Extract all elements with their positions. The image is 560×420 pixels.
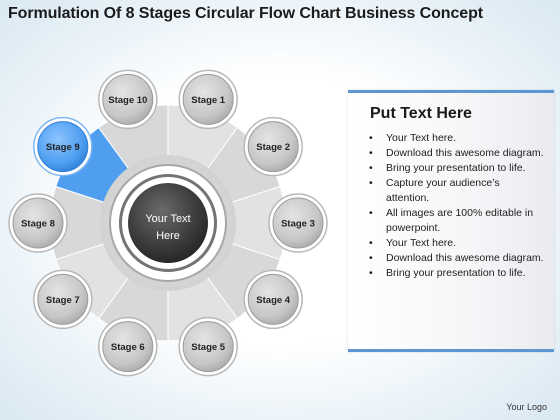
stage-node-stage-4: Stage 4 — [243, 269, 303, 330]
bullet-item: Bring your presentation to life. — [364, 161, 544, 176]
stage-node-disc — [12, 197, 64, 249]
stage-node-stage-5: Stage 5 — [178, 316, 238, 377]
stage-label: Stage 5 — [191, 342, 226, 353]
stage-node-disc — [272, 197, 324, 249]
stage-label: Stage 1 — [191, 95, 226, 106]
stage-node-stage-2: Stage 2 — [243, 116, 303, 177]
stage-label: Stage 10 — [108, 95, 147, 106]
center-label-line1: Your Text — [145, 213, 190, 225]
stage-node-stage-6: Stage 6 — [98, 316, 158, 377]
stage-node-stage-7: Stage 7 — [33, 269, 93, 330]
bullet-list: Your Text here. Download this awesome di… — [364, 131, 544, 281]
stage-label: Stage 4 — [256, 295, 291, 306]
stage-label: Stage 8 — [21, 219, 55, 230]
stage-label: Stage 3 — [281, 219, 315, 230]
stage-node-disc — [37, 273, 89, 325]
stage-node-stage-10: Stage 10 — [98, 69, 158, 130]
stage-label: Stage 6 — [111, 342, 145, 353]
bullet-item: Bring your presentation to life. — [364, 266, 544, 281]
card-heading: Put Text Here — [370, 105, 472, 122]
stage-node-disc — [247, 121, 299, 173]
stage-node-stage-8: Stage 8 — [8, 193, 68, 253]
bullet-item: Capture your audience’s attention. — [364, 176, 544, 206]
stage-node-disc — [37, 121, 89, 173]
stage-label: Stage 7 — [46, 295, 80, 306]
bullet-item: Your Text here. — [364, 131, 544, 146]
stage-node-disc — [247, 273, 299, 325]
stage-nodes: Stage 1 Stage 2 Stage 3 Stage 4 Stage 5 Stage… — [8, 69, 328, 377]
stage-node-disc — [102, 73, 154, 125]
stage-node-disc — [182, 321, 234, 373]
bullet-item: Your Text here. — [364, 236, 544, 251]
stage-node-stage-9: Stage 9 — [33, 116, 93, 177]
page-title: Formulation Of 8 Stages Circular Flow Ch… — [8, 5, 483, 22]
stage-node-disc — [182, 73, 234, 125]
center-hub — [128, 183, 208, 263]
stage-node-stage-1: Stage 1 — [178, 69, 238, 130]
center-label-line2: Here — [156, 230, 180, 242]
logo-text: Your Logo — [506, 402, 547, 412]
stage-node-disc — [102, 321, 154, 373]
bullet-item: Download this awesome diagram. — [364, 146, 544, 161]
stage-label: Stage 2 — [256, 142, 290, 153]
bullet-item: Download this awesome diagram. — [364, 251, 544, 266]
text-card: Put Text Here Your Text here. Download t… — [348, 90, 554, 352]
bullet-item: All images are 100% editable in powerpoi… — [364, 206, 544, 236]
stage-label: Stage 9 — [46, 142, 80, 153]
stage-node-stage-3: Stage 3 — [268, 193, 328, 253]
